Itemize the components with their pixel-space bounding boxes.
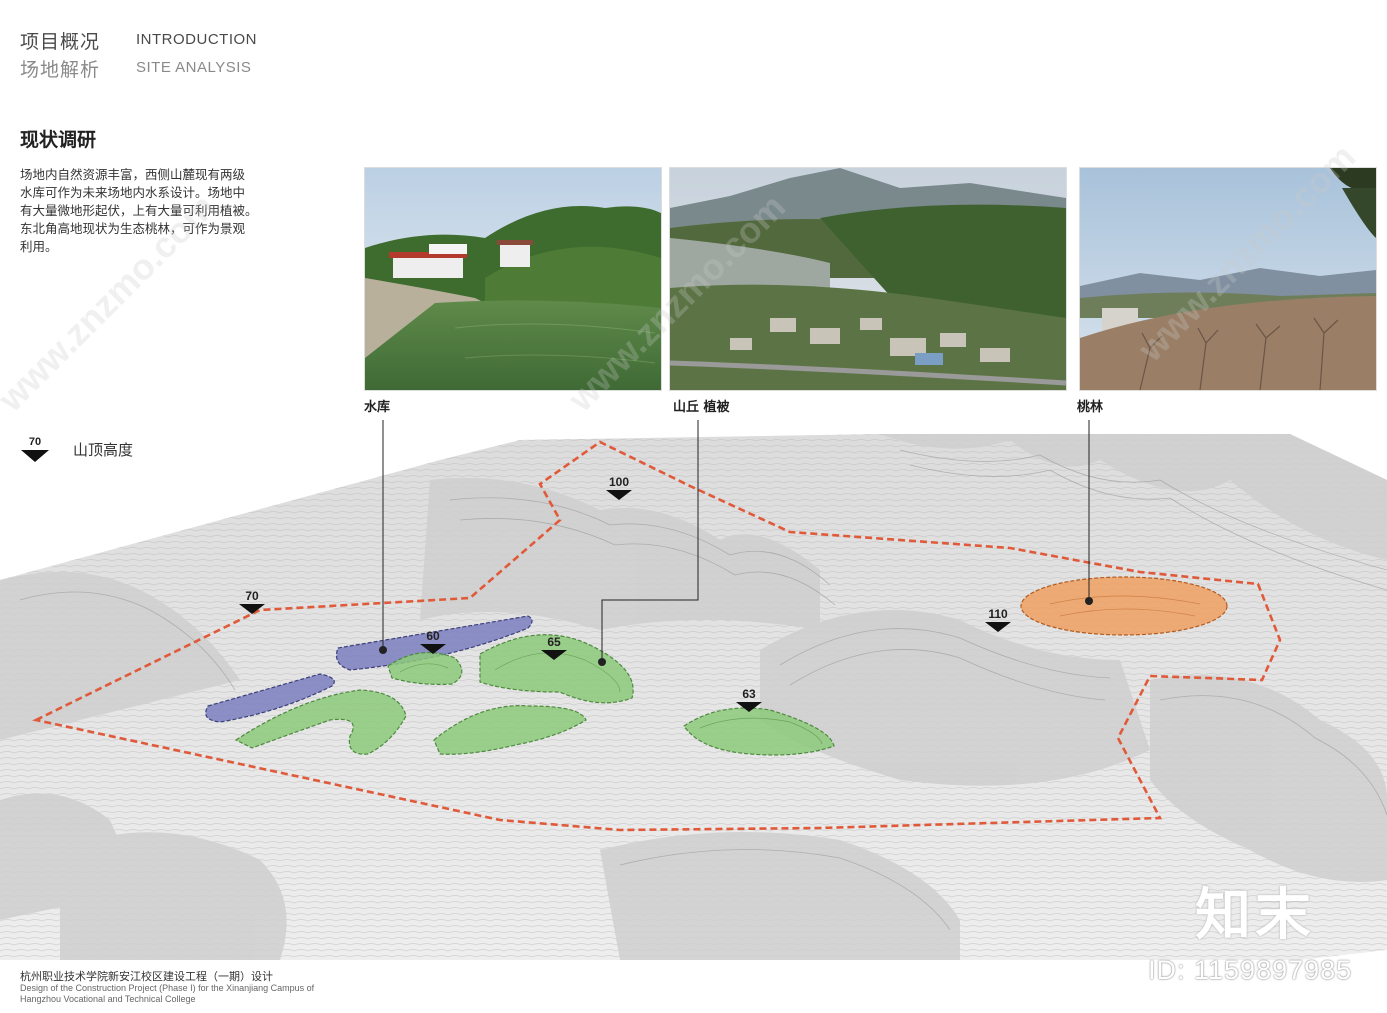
vegetation-pin xyxy=(598,658,606,666)
peak-marker-70: 70 xyxy=(239,589,265,614)
peak-marker-110: 110 xyxy=(985,607,1011,632)
peak-value-70: 70 xyxy=(245,589,259,603)
legend-peak-value: 70 xyxy=(28,436,42,448)
peak-triangle-icon xyxy=(541,650,567,660)
vegetation-patch-65 xyxy=(479,634,634,704)
peak-value-65: 65 xyxy=(547,635,561,649)
header-title-cn-2: 场地解析 xyxy=(20,59,101,81)
footer-title-cn: 杭州职业技术学院新安江校区建设工程（一期）设计 xyxy=(20,970,273,983)
vegetation-patch-center xyxy=(433,705,587,755)
footer-title-en-line: Hangzhou Vocational and Technical Colleg… xyxy=(20,994,196,1004)
peach-orchard-pin xyxy=(1085,597,1093,605)
body-line: 水库可作为未来场地内水系设计。场地中 xyxy=(20,185,246,200)
body-line: 场地内自然资源丰富，西侧山麓现有两级 xyxy=(20,167,246,182)
peak-triangle-icon xyxy=(239,604,265,614)
header-title-cn-1: 项目概况 xyxy=(20,31,101,53)
hill-vegetation-label: 山丘 植被 xyxy=(673,400,730,415)
peak-marker-100: 100 xyxy=(606,475,632,500)
peak-marker-60: 60 xyxy=(420,629,446,654)
section-title: 现状调研 xyxy=(20,129,97,151)
hill-vegetation-photo xyxy=(669,167,1067,391)
section-body: 场地内自然资源丰富，西侧山麓现有两级 水库可作为未来场地内水系设计。场地中 有大… xyxy=(20,166,292,256)
peak-marker-63: 63 xyxy=(736,687,762,712)
peak-triangle-icon xyxy=(985,622,1011,632)
peak-triangle-icon xyxy=(606,490,632,500)
reservoir-upper xyxy=(335,615,533,671)
reservoir-photo xyxy=(364,167,662,391)
legend-label: 山顶高度 xyxy=(73,441,134,459)
peach-orchard-label: 桃林 xyxy=(1077,400,1104,415)
footer-title-en: Design of the Construction Project (Phas… xyxy=(20,983,360,1005)
reservoir-lower xyxy=(205,673,335,723)
peach-orchard-photo xyxy=(1079,167,1377,391)
watermark-id: ID: 1159897985 xyxy=(1148,955,1353,985)
peach-orchard-area xyxy=(1020,576,1228,636)
footer-title-en-line: Design of the Construction Project (Phas… xyxy=(20,983,315,993)
body-line: 利用。 xyxy=(20,239,58,254)
peak-value-60: 60 xyxy=(426,629,440,643)
vegetation-patch-60 xyxy=(387,652,463,685)
peak-value-110: 110 xyxy=(988,607,1008,621)
peak-triangle-icon xyxy=(21,450,49,462)
watermark-brand: 知末 xyxy=(1195,883,1315,948)
body-line: 东北角高地现状为生态桃林，可作为景观 xyxy=(20,221,246,236)
body-line: 有大量微地形起伏，上有大量可利用植被。 xyxy=(20,203,258,218)
peak-value-63: 63 xyxy=(742,687,756,701)
header-title-en-2: SITE ANALYSIS xyxy=(136,59,252,76)
vegetation-areas xyxy=(234,634,835,756)
peak-triangle-icon xyxy=(736,702,762,712)
header-title-en-1: INTRODUCTION xyxy=(136,31,257,48)
peak-marker-65: 65 xyxy=(541,635,567,660)
terrain-model: 100 70 60 65 63 110 xyxy=(0,420,1387,960)
peak-value-100: 100 xyxy=(609,475,629,489)
peak-triangle-icon xyxy=(420,644,446,654)
site-boundary xyxy=(32,440,1282,832)
leader-lines xyxy=(382,420,1090,662)
reservoir-pin xyxy=(379,646,387,654)
reservoir-label: 水库 xyxy=(364,400,391,415)
vegetation-patch-63 xyxy=(683,707,835,756)
vegetation-patch-left-band xyxy=(234,689,407,755)
legend-peak-marker: 70 xyxy=(20,436,50,467)
terrain-ridges xyxy=(0,434,1387,960)
